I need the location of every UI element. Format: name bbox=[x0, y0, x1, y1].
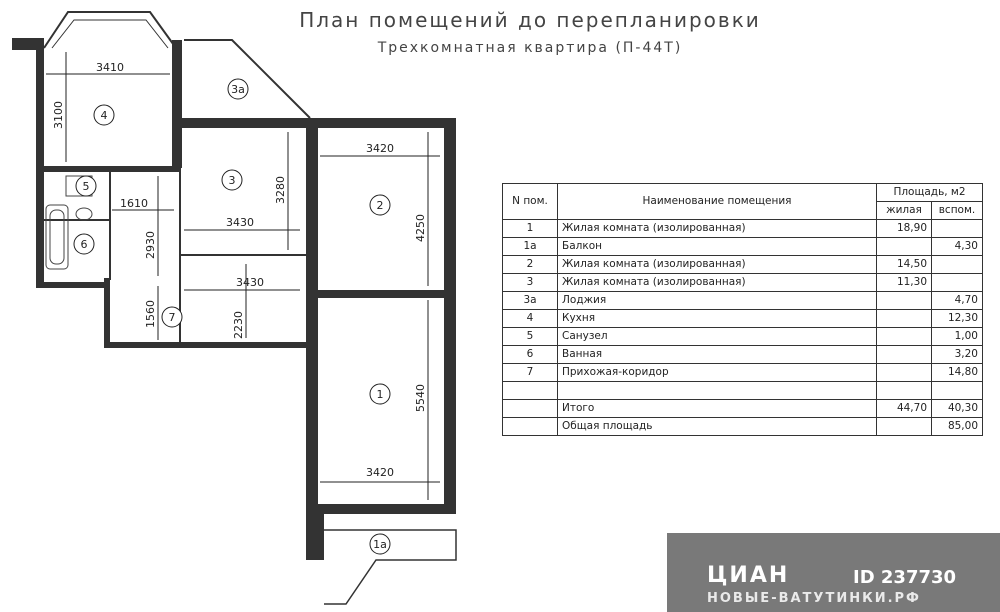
wall-bottom-corridor bbox=[104, 342, 314, 348]
plan-subtitle: Трехкомнатная квартира (П-44Т) bbox=[377, 40, 683, 56]
dim-hall-depth-left: 1560 bbox=[144, 300, 157, 328]
wall-left-kitchen bbox=[36, 48, 44, 288]
dim-room3-width: 3430 bbox=[226, 216, 254, 229]
room-mark-1: 1 bbox=[377, 388, 384, 401]
dim-room1-width: 3420 bbox=[366, 466, 394, 479]
wall-left-bath bbox=[36, 282, 106, 288]
dim-room2-width: 3420 bbox=[366, 142, 394, 155]
room-mark-3: 3 bbox=[229, 174, 236, 187]
sink bbox=[75, 207, 93, 221]
wall-kitchen-right bbox=[172, 40, 182, 168]
cian-logo: ЦИАН bbox=[707, 563, 790, 588]
bay-window bbox=[43, 11, 177, 49]
dim-hall-depth: 2230 bbox=[232, 311, 245, 339]
cian-watermark: ЦИАН ID 237730 НОВЫЕ-ВАТУТИНКИ.РФ bbox=[667, 533, 1000, 612]
wall-room3-2 bbox=[306, 118, 318, 558]
room-mark-5: 5 bbox=[83, 180, 90, 193]
wall-top-left bbox=[12, 38, 44, 50]
wall-room2-1 bbox=[310, 290, 450, 298]
listing-id: ID 237730 bbox=[853, 567, 957, 588]
header-name: Наименование помещения bbox=[557, 183, 877, 220]
dim-room3-depth: 3280 bbox=[274, 176, 287, 204]
room-mark-6: 6 bbox=[81, 238, 88, 251]
wall-kitchen-bottom bbox=[44, 166, 180, 172]
loggia-outline bbox=[184, 39, 311, 119]
area-table: N пом. Наименование помещения Площадь, м… bbox=[502, 183, 983, 436]
room-mark-2: 2 bbox=[377, 199, 384, 212]
header-area: Площадь, м2 bbox=[876, 183, 983, 202]
wall-balcony-left bbox=[306, 510, 324, 560]
dim-hall-width: 3430 bbox=[236, 276, 264, 289]
dim-room2-depth: 4250 bbox=[414, 214, 427, 242]
table-row bbox=[502, 381, 983, 400]
header-num: N пом. bbox=[502, 183, 558, 220]
header-living: жилая bbox=[876, 201, 932, 220]
dim-room1-depth: 5540 bbox=[414, 384, 427, 412]
balcony-outline bbox=[324, 529, 457, 605]
plan-title: План помещений до перепланировки bbox=[299, 8, 761, 32]
bathtub bbox=[45, 204, 69, 270]
room-mark-3a: 3а bbox=[231, 83, 245, 96]
header-aux: вспом. bbox=[931, 201, 983, 220]
dim-corridor-width: 1610 bbox=[120, 197, 148, 210]
dim-kitchen-width: 3410 bbox=[96, 61, 124, 74]
room-mark-7: 7 bbox=[169, 311, 176, 324]
dim-kitchen-depth: 3100 bbox=[52, 101, 65, 129]
wall-right bbox=[444, 118, 456, 508]
dim-corridor-length: 2930 bbox=[144, 231, 157, 259]
site-watermark: НОВЫЕ-ВАТУТИНКИ.РФ bbox=[707, 591, 921, 606]
wall-left-corridor bbox=[104, 278, 110, 348]
room-mark-1a: 1а bbox=[373, 538, 387, 551]
room-mark-4: 4 bbox=[101, 109, 108, 122]
